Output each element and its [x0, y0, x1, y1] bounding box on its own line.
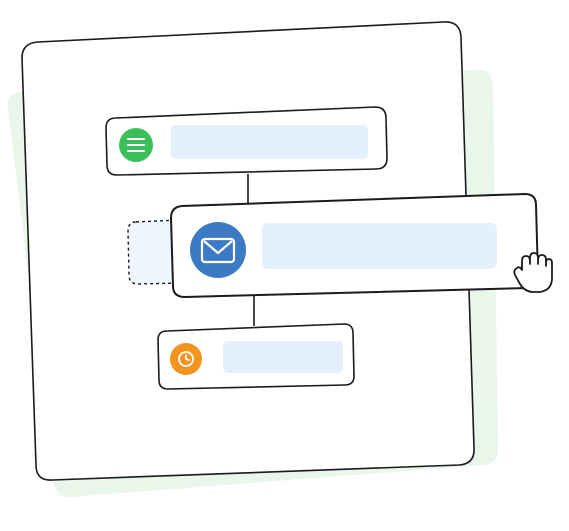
menu-lines-icon: [127, 138, 145, 152]
step-card-menu[interactable]: [105, 106, 388, 176]
grab-hand-icon: [513, 252, 553, 293]
mail-envelope-icon-circle: [190, 222, 246, 278]
step-card-menu-placeholder: [171, 125, 368, 159]
clock-icon: [178, 351, 194, 367]
step-card-wait-placeholder: [223, 341, 343, 373]
mail-envelope-icon: [200, 237, 236, 264]
drop-slot-placeholder: [127, 219, 181, 285]
step-card-email-placeholder: [262, 223, 497, 269]
step-card-wait[interactable]: [157, 323, 355, 390]
step-card-email[interactable]: [169, 192, 540, 299]
